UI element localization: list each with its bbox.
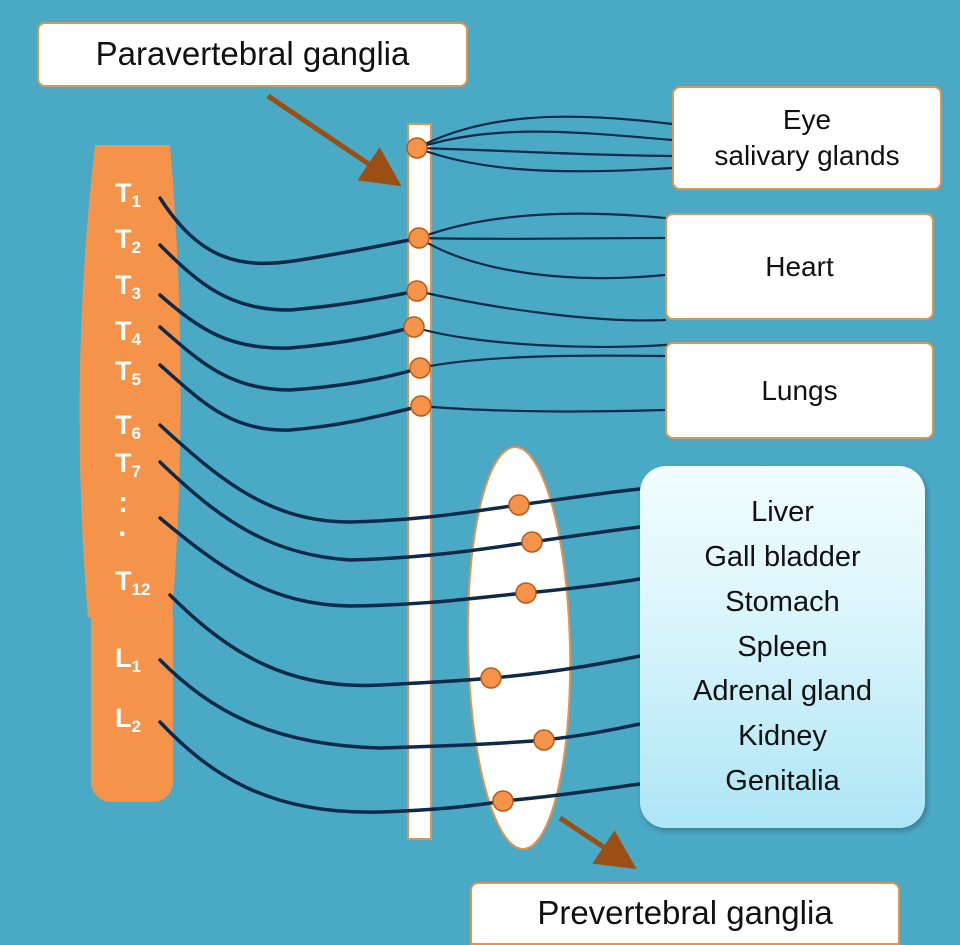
nerve-fiber-t8 bbox=[158, 516, 642, 608]
ganglion-para-5 bbox=[409, 357, 431, 379]
ganglion-pre-3 bbox=[515, 582, 537, 604]
post-lungs-1 bbox=[412, 325, 692, 349]
segment-label-l1: L1 bbox=[115, 643, 141, 676]
ganglion-para-3 bbox=[406, 280, 428, 302]
organ-stomach: Stomach bbox=[725, 585, 840, 618]
organ-kidney: Kidney bbox=[738, 720, 827, 753]
lungs-label: Lungs bbox=[761, 374, 838, 406]
post-eye-2 bbox=[415, 130, 674, 150]
paravertebral-arrow bbox=[266, 93, 402, 187]
paravertebral-label-box: Paravertebral ganglia bbox=[37, 22, 468, 87]
heart-label: Heart bbox=[765, 250, 834, 282]
segment-label-t1: T1 bbox=[115, 178, 141, 211]
prevertebral-arrow bbox=[558, 815, 637, 870]
ganglion-pre-5 bbox=[533, 729, 555, 751]
organ-gall-bladder: Gall bladder bbox=[704, 540, 861, 573]
nerve-fiber-t4 bbox=[158, 325, 422, 392]
post-eye-3 bbox=[415, 146, 674, 158]
nerve-fiber-t6 bbox=[158, 423, 642, 524]
nerve-fiber-l2 bbox=[158, 720, 642, 814]
post-lungs-3 bbox=[419, 404, 667, 413]
segment-label-t5: T5 bbox=[115, 356, 141, 389]
segment-label-t4: T4 bbox=[115, 316, 141, 349]
salivary-glands-label: salivary glands bbox=[714, 140, 900, 171]
segment-ellipsis-dot: . bbox=[118, 510, 127, 543]
organ-genitalia: Genitalia bbox=[725, 765, 840, 798]
segment-label-l2: L2 bbox=[115, 703, 141, 736]
nerve-fiber-t2 bbox=[158, 243, 419, 312]
segment-label-t12: T12 bbox=[115, 566, 151, 599]
eye-salivary-box: Eye salivary glands bbox=[672, 86, 942, 190]
abdominal-organs-box: Liver Gall bladder Stomach Spleen Adrena… bbox=[640, 466, 925, 828]
segment-label-t2: T2 bbox=[115, 224, 141, 257]
paravertebral-chain bbox=[407, 123, 432, 840]
organ-adrenal-gland: Adrenal gland bbox=[693, 675, 872, 708]
ganglion-para-6 bbox=[410, 395, 432, 417]
ganglion-para-4 bbox=[403, 316, 425, 338]
eye-label: Eye bbox=[782, 104, 832, 136]
nerve-fiber-t5 bbox=[158, 363, 423, 432]
nerve-fiber-t7 bbox=[158, 460, 642, 562]
segment-ellipsis-colon: : bbox=[118, 486, 128, 519]
heart-box: Heart bbox=[665, 213, 934, 320]
nerve-fiber-t1 bbox=[158, 196, 421, 266]
ganglion-pre-6 bbox=[492, 790, 514, 812]
prevertebral-label-box: Prevertebral ganglia bbox=[470, 882, 900, 945]
lungs-box: Lungs bbox=[665, 342, 934, 439]
nerve-fiber-t12 bbox=[168, 593, 642, 688]
nerve-fiber-t3 bbox=[158, 293, 416, 350]
segment-label-t7: T7 bbox=[115, 448, 141, 481]
organ-spleen: Spleen bbox=[737, 630, 828, 663]
segment-label-t3: T3 bbox=[115, 270, 141, 303]
prevertebral-label: Prevertebral ganglia bbox=[537, 894, 833, 932]
ganglion-pre-2 bbox=[521, 531, 543, 553]
post-eye-4 bbox=[415, 146, 674, 173]
post-heart-1 bbox=[417, 212, 667, 240]
post-eye-1 bbox=[415, 115, 674, 150]
spinal-cord-upper bbox=[79, 145, 181, 618]
ganglion-para-2 bbox=[408, 227, 430, 249]
nerve-fiber-l1 bbox=[158, 658, 642, 750]
ganglion-pre-1 bbox=[508, 494, 530, 516]
paravertebral-label: Paravertebral ganglia bbox=[95, 35, 410, 73]
segment-label-t6: T6 bbox=[115, 410, 141, 443]
spinal-cord-lower bbox=[91, 598, 173, 802]
organ-liver: Liver bbox=[751, 495, 814, 528]
post-heart-2 bbox=[417, 236, 667, 240]
ganglion-pre-4 bbox=[480, 667, 502, 689]
post-lungs-2 bbox=[418, 354, 667, 370]
ganglion-para-1 bbox=[406, 137, 428, 159]
post-heart-3 bbox=[417, 236, 667, 280]
post-heart-4 bbox=[415, 289, 667, 322]
